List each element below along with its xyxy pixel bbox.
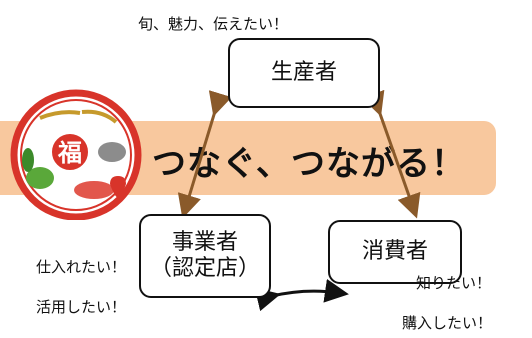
note-consumer-1: 知りたい！: [416, 274, 492, 292]
arrow-producer-business: [177, 90, 232, 219]
arrow-producer-consumer: [361, 89, 421, 219]
node-business-label: 事業者: [171, 230, 238, 255]
badge-kanji: 福: [57, 139, 82, 167]
node-producer-label: 生産者: [270, 60, 337, 85]
node-consumer-label: 消費者: [361, 239, 428, 264]
node-business-sublabel: （認定店）: [149, 256, 260, 281]
node-producer: 生産者: [228, 38, 380, 108]
note-producer: 旬、魅力、伝えたい！: [138, 15, 289, 33]
note-business-1: 仕入れたい！: [36, 258, 127, 276]
node-consumer: 消費者: [328, 220, 462, 284]
node-business: 事業者 （認定店）: [139, 214, 271, 298]
note-consumer-2: 購入したい！: [402, 314, 493, 332]
arrow-business-consumer: [254, 278, 349, 312]
local-produce-badge-icon: 福: [10, 89, 142, 220]
note-business-2: 活用したい！: [36, 298, 127, 316]
